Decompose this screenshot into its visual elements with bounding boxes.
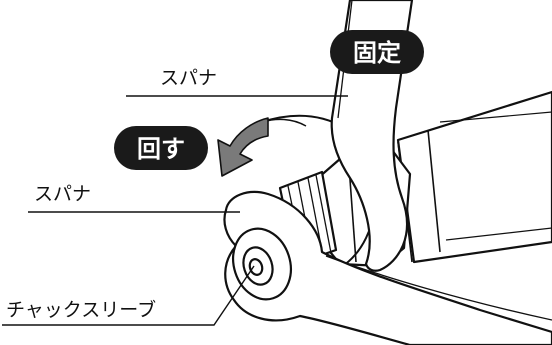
chuck-sleeve — [232, 227, 292, 301]
fix-badge-text: 固定 — [353, 39, 401, 67]
lower-spanner-label: スパナ — [34, 183, 91, 205]
leader-chuck-sleeve — [2, 265, 255, 326]
upper-spanner-label: スパナ — [160, 67, 217, 89]
turn-direction-arrow — [217, 117, 269, 177]
fix-badge: 固定 — [330, 30, 424, 74]
turn-badge: 回す — [114, 126, 208, 170]
fix-badge-bg — [330, 30, 424, 74]
turn-badge-bg — [114, 126, 208, 170]
lower-spanner — [223, 190, 552, 345]
chuck-sleeve-label: チャックスリーブ — [6, 298, 156, 321]
leader-lines — [2, 95, 348, 326]
turn-badge-text: 回す — [137, 135, 185, 163]
tool-shaft — [396, 90, 552, 264]
